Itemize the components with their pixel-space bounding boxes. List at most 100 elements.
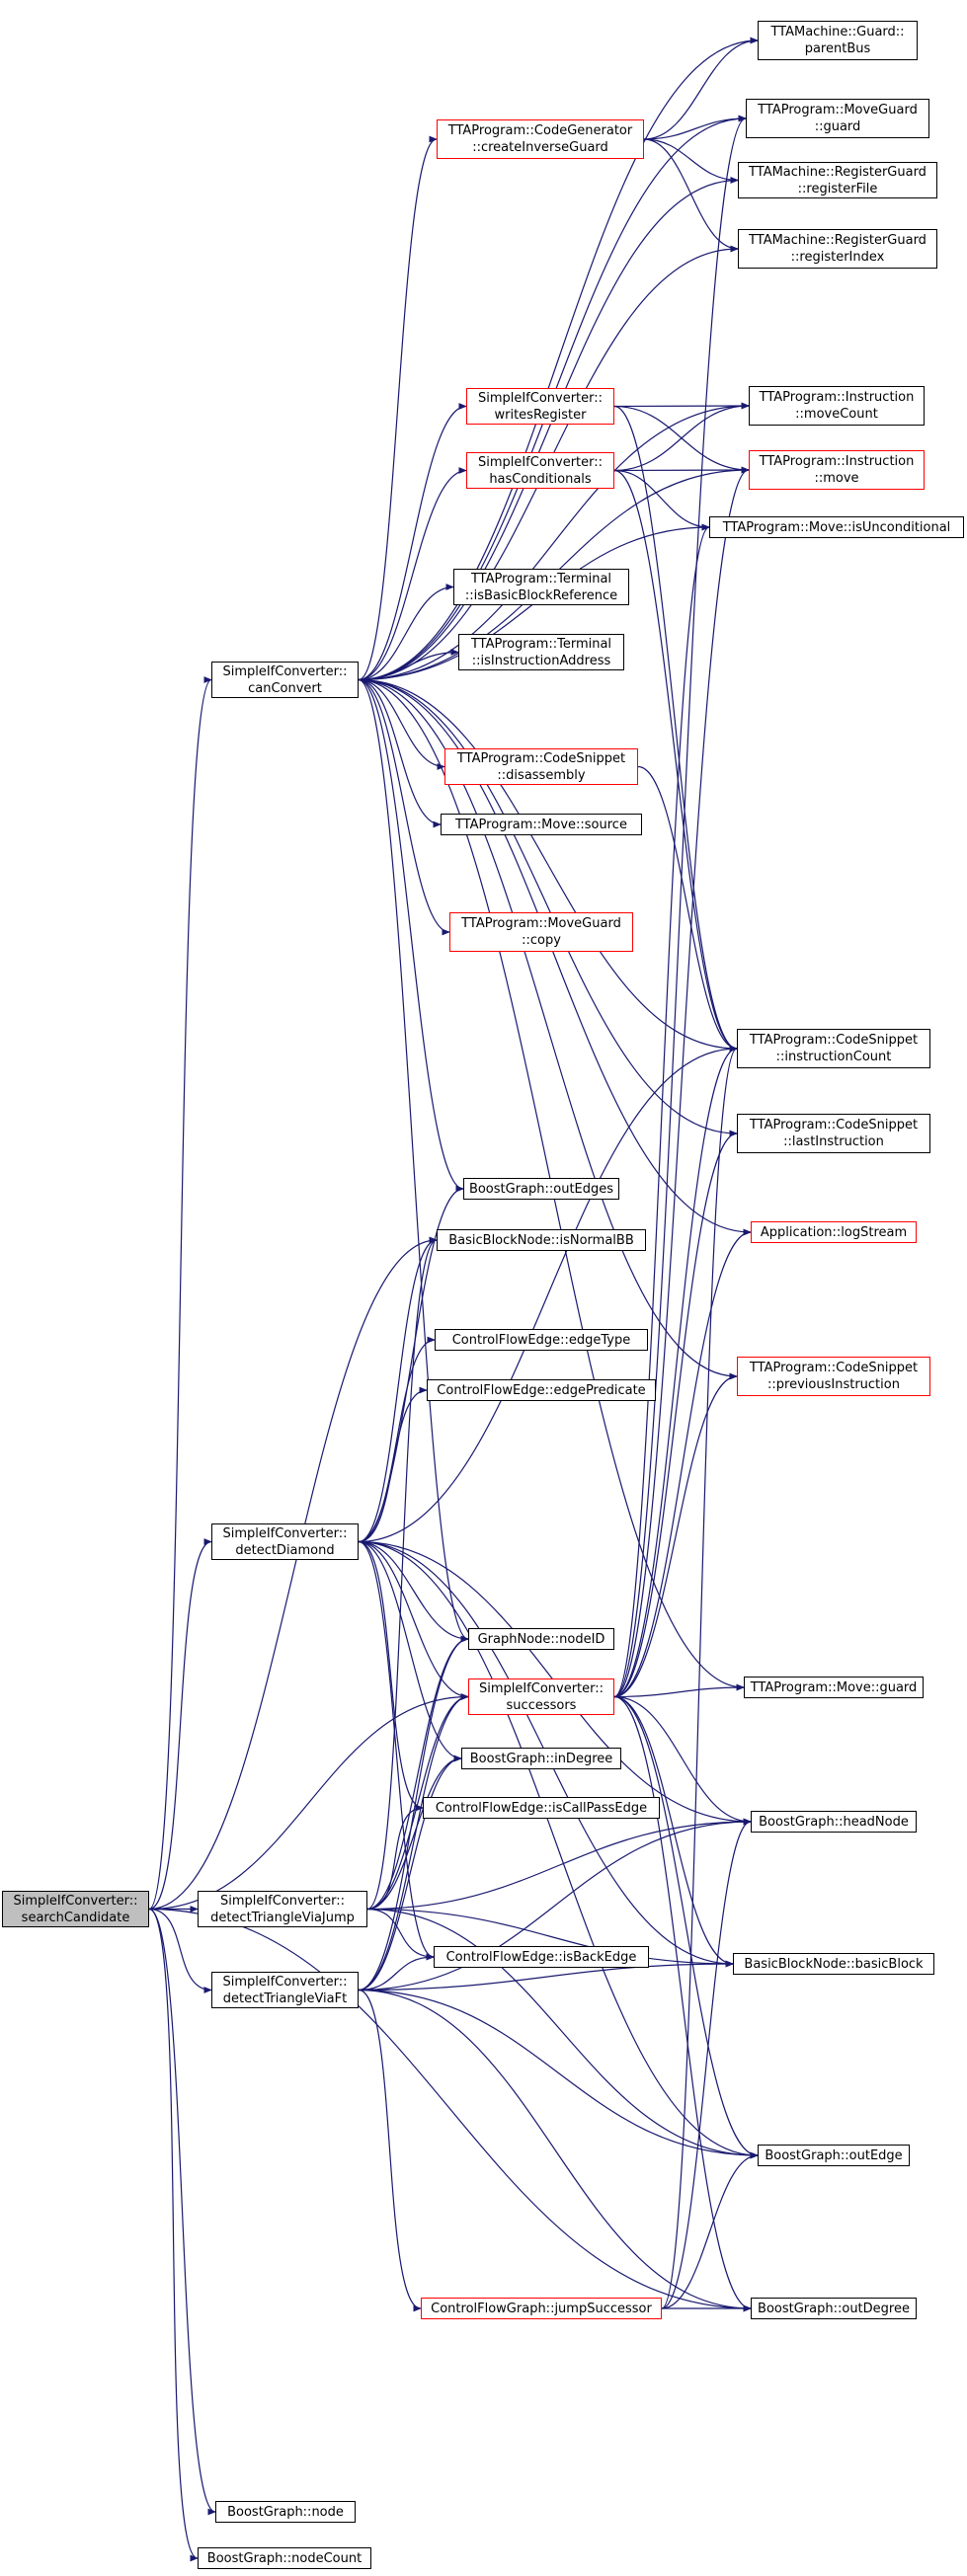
node-moveSource[interactable]: TTAProgram::Move::source xyxy=(441,814,642,835)
edge-canConvert-to-isBasicBlockReference xyxy=(358,584,454,681)
node-logStream[interactable]: Application::logStream xyxy=(751,1221,917,1243)
edge-canConvert-to-registerFile xyxy=(358,177,739,681)
node-basicBlock[interactable]: BasicBlockNode::basicBlock xyxy=(733,1953,934,1975)
node-bgInDegree[interactable]: BoostGraph::inDegree xyxy=(461,1748,621,1769)
node-hasConditionals[interactable]: SimpleIfConverter::hasConditionals xyxy=(466,452,614,489)
node-detectTriangleViaJump[interactable]: SimpleIfConverter::detectTriangleViaJump xyxy=(198,1891,367,1927)
node-label-line: ControlFlowEdge::isBackEdge xyxy=(445,1949,637,1965)
edge-canConvert-to-logStream xyxy=(358,678,752,1236)
node-moveCount[interactable]: TTAProgram::Instruction::moveCount xyxy=(749,386,925,426)
edge-jumpSuccessor-to-instructionCount xyxy=(661,1045,738,2309)
edge-successors-to-bgHeadNode xyxy=(613,1695,752,1826)
node-label-line: TTAProgram::MoveGuard xyxy=(461,916,621,931)
edge-detectTriangleViaJump-to-bgHeadNode xyxy=(366,1818,752,1911)
node-registerIndex[interactable]: TTAMachine::RegisterGuard::registerIndex xyxy=(738,229,937,269)
edge-detectTriangleViaFt-to-basicBlock xyxy=(358,1960,734,1991)
node-label-line: ::previousInstruction xyxy=(767,1377,900,1392)
node-label-line: TTAProgram::Move::guard xyxy=(750,1679,918,1695)
node-label-line: ::moveCount xyxy=(795,407,878,422)
edge-detectTriangleViaJump-to-bgOutEdge xyxy=(366,1908,759,2159)
node-jumpSuccessor[interactable]: ControlFlowGraph::jumpSuccessor xyxy=(421,2298,662,2319)
edge-canConvert-to-disassembly xyxy=(358,678,445,770)
node-label-line: ControlFlowEdge::edgeType xyxy=(451,1332,631,1348)
node-disassembly[interactable]: TTAProgram::CodeSnippet::disassembly xyxy=(444,748,638,785)
edge-detectDiamond-to-bgOutEdge xyxy=(358,1540,759,2159)
node-edgeType[interactable]: ControlFlowEdge::edgeType xyxy=(435,1329,648,1351)
edge-successors-to-moveGuardGuard xyxy=(613,115,747,1698)
node-bgOutEdges[interactable]: BoostGraph::outEdges xyxy=(463,1178,619,1200)
edge-hasConditionals-to-isUnconditional xyxy=(613,469,710,531)
node-bgNodeCount[interactable]: BoostGraph::nodeCount xyxy=(198,2547,371,2569)
edge-successors-to-bgOutEdge xyxy=(613,1695,759,2159)
edge-detectTriangleViaFt-to-bgOutDegree xyxy=(358,1989,752,2312)
node-label-line: ::move xyxy=(814,471,859,486)
node-isCallPassEdge[interactable]: ControlFlowEdge::isCallPassEdge xyxy=(423,1797,660,1819)
node-label-line: detectTriangleViaFt xyxy=(222,1991,348,2006)
edge-detectDiamond-to-edgeType xyxy=(358,1336,436,1543)
node-lastInstruction[interactable]: TTAProgram::CodeSnippet::lastInstruction xyxy=(737,1114,930,1153)
edge-successors-to-lastInstruction xyxy=(613,1130,738,1698)
edge-canConvert-to-instructionCount xyxy=(358,678,738,1053)
node-successors[interactable]: SimpleIfConverter::successors xyxy=(468,1678,614,1715)
node-label-line: TTAProgram::CodeSnippet xyxy=(749,1118,919,1132)
node-createInverseGuard[interactable]: TTAProgram::CodeGenerator::createInverse… xyxy=(437,119,644,159)
node-label-line: BasicBlockNode::isNormalBB xyxy=(448,1232,634,1248)
node-moveGuardCopy[interactable]: TTAProgram::MoveGuard::copy xyxy=(449,912,633,952)
edge-writesRegister-to-instructionCount xyxy=(613,405,738,1053)
node-isBackEdge[interactable]: ControlFlowEdge::isBackEdge xyxy=(434,1946,649,1968)
edge-searchCandidate-to-bgNode xyxy=(148,1908,216,2516)
node-registerFile[interactable]: TTAMachine::RegisterGuard::registerFile xyxy=(738,162,937,198)
node-label-line: TTAProgram::Terminal xyxy=(470,636,612,652)
node-detectDiamond[interactable]: SimpleIfConverter::detectDiamond xyxy=(211,1523,359,1560)
node-isNormalBB[interactable]: BasicBlockNode::isNormalBB xyxy=(437,1229,646,1251)
edge-canConvert-to-nodeID xyxy=(358,678,469,1643)
node-isUnconditional[interactable]: TTAProgram::Move::isUnconditional xyxy=(709,516,964,538)
edge-createInverseGuard-to-moveGuardGuard xyxy=(643,115,747,140)
node-instrMove[interactable]: TTAProgram::Instruction::move xyxy=(749,450,925,490)
edge-searchCandidate-to-bgOutDegree xyxy=(148,1908,752,2312)
node-label-line: TTAProgram::CodeSnippet xyxy=(749,1033,919,1048)
node-nodeID[interactable]: GraphNode::nodeID xyxy=(468,1628,614,1650)
edge-detectTriangleViaFt-to-bgOutEdge xyxy=(358,1989,759,2159)
node-moveGuardGuard[interactable]: TTAProgram::MoveGuard::guard xyxy=(746,99,929,138)
edge-hasConditionals-to-instructionCount xyxy=(613,469,738,1053)
node-moveGuard[interactable]: TTAProgram::Move::guard xyxy=(744,1677,924,1698)
node-bgHeadNode[interactable]: BoostGraph::headNode xyxy=(751,1811,917,1833)
node-previousInstruction[interactable]: TTAProgram::CodeSnippet::previousInstruc… xyxy=(737,1357,930,1396)
node-label-line: ::lastInstruction xyxy=(783,1134,884,1149)
node-label-line: BoostGraph::nodeCount xyxy=(206,2550,363,2566)
node-guardParentBus[interactable]: TTAMachine::Guard::parentBus xyxy=(758,21,918,60)
node-bgOutEdge[interactable]: BoostGraph::outEdge xyxy=(758,2145,910,2166)
node-bgNode[interactable]: BoostGraph::node xyxy=(215,2501,356,2523)
node-writesRegister[interactable]: SimpleIfConverter::writesRegister xyxy=(466,388,614,425)
edge-searchCandidate-to-canConvert xyxy=(148,676,212,1911)
edge-detectDiamond-to-edgePredicate xyxy=(358,1386,428,1543)
edge-detectDiamond-to-nodeID xyxy=(358,1540,469,1643)
edge-searchCandidate-to-successors xyxy=(148,1693,469,1911)
edge-detectDiamond-to-bgInDegree xyxy=(358,1540,462,1762)
node-label-line: TTAProgram::Instruction xyxy=(759,390,915,405)
node-searchCandidate[interactable]: SimpleIfConverter::searchCandidate xyxy=(2,1891,149,1927)
edge-successors-to-basicBlock xyxy=(613,1695,734,1968)
node-label-line: TTAMachine::RegisterGuard xyxy=(749,233,927,248)
node-label-line: ::guard xyxy=(814,119,861,134)
node-isInstructionAddress[interactable]: TTAProgram::Terminal::isInstructionAddre… xyxy=(458,634,624,670)
edge-canConvert-to-moveSource xyxy=(358,678,442,828)
node-label-line: BoostGraph::outEdge xyxy=(765,2147,903,2163)
node-detectTriangleViaFt[interactable]: SimpleIfConverter::detectTriangleViaFt xyxy=(211,1972,359,2008)
node-bgOutDegree[interactable]: BoostGraph::outDegree xyxy=(751,2298,917,2319)
node-label-line: SimpleIfConverter:: xyxy=(222,1974,348,1990)
edge-successors-to-bgOutDegree xyxy=(613,1695,752,2312)
edge-writesRegister-to-moveCount xyxy=(613,402,750,410)
node-instructionCount[interactable]: TTAProgram::CodeSnippet::instructionCoun… xyxy=(737,1029,930,1068)
node-edgePredicate[interactable]: ControlFlowEdge::edgePredicate xyxy=(427,1379,656,1401)
node-isBasicBlockReference[interactable]: TTAProgram::Terminal::isBasicBlockRefere… xyxy=(453,569,629,605)
edge-jumpSuccessor-to-bgOutEdge xyxy=(661,2151,759,2309)
edge-successors-to-previousInstruction xyxy=(613,1372,738,1698)
node-label-line: SimpleIfConverter:: xyxy=(477,390,604,406)
node-label-line: Application::logStream xyxy=(760,1224,908,1240)
node-label-line: TTAProgram::Move::isUnconditional xyxy=(722,519,951,535)
node-canConvert[interactable]: SimpleIfConverter::canConvert xyxy=(211,662,359,698)
edge-detectTriangleViaJump-to-successors xyxy=(366,1693,469,1911)
